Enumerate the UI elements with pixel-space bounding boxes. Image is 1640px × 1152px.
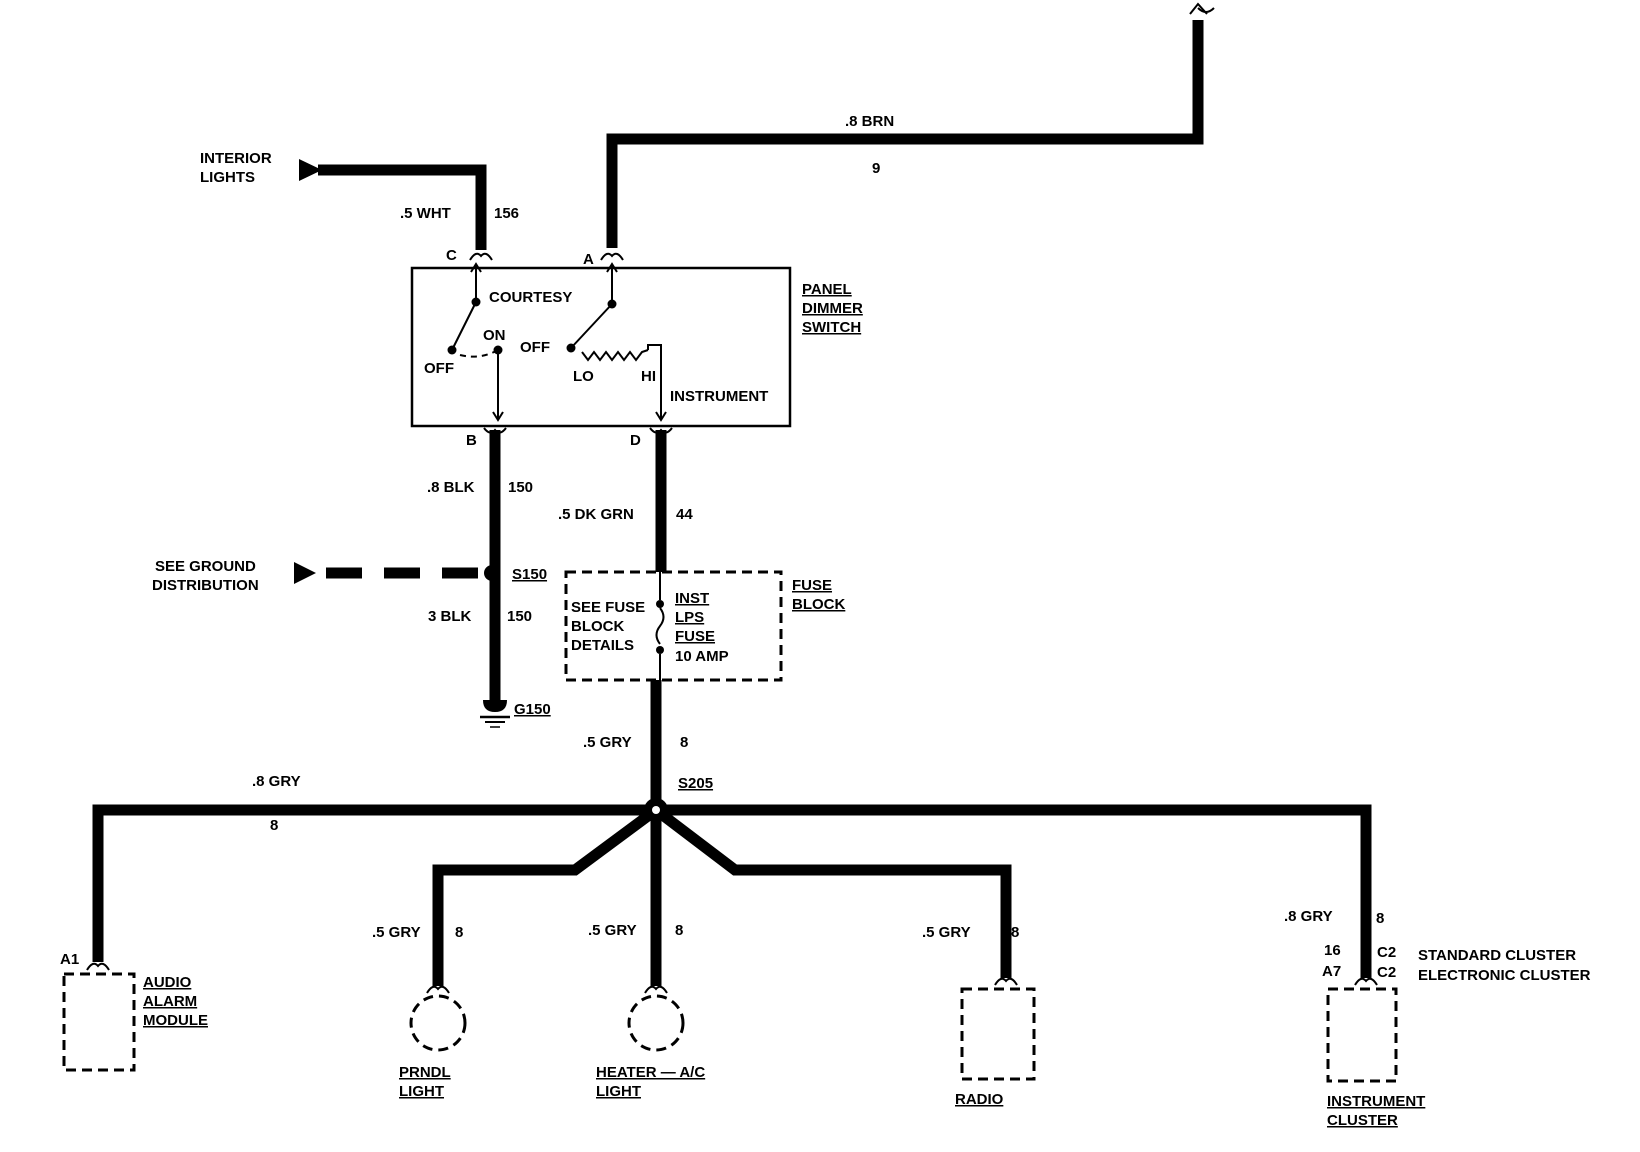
hi-label: HI — [641, 368, 656, 385]
ground-wire-upper-label: .8 BLK — [427, 479, 475, 496]
see-ground-line1: SEE GROUND — [155, 558, 256, 575]
cluster-pin-std-1: 16 — [1324, 942, 1341, 959]
prndl-circuit-label: 8 — [455, 924, 463, 941]
standard-cluster-label: STANDARD CLUSTER — [1418, 947, 1576, 964]
g150-label: G150 — [514, 701, 551, 718]
brn-wire-label: .8 BRN — [845, 113, 894, 130]
feed-circuit-label: 8 — [680, 734, 688, 751]
fuse-details-line2: BLOCK — [571, 618, 624, 635]
on-label: ON — [483, 327, 506, 344]
ground-circuit-lower-label: 150 — [507, 608, 532, 625]
instrument-label: INSTRUMENT — [670, 388, 768, 405]
audio-connector — [86, 962, 110, 971]
audio-label-line2: ALARM — [143, 993, 197, 1010]
cluster-label-line2: CLUSTER — [1327, 1112, 1398, 1129]
off-left-label: OFF — [424, 360, 454, 377]
heater-light-bulb — [627, 994, 685, 1052]
audio-alarm-module-box — [62, 972, 136, 1072]
left-circuit-label: 8 — [270, 817, 278, 834]
prndl-connector — [426, 985, 450, 994]
heater-label-line2: LIGHT — [596, 1083, 641, 1100]
panel-dimmer-switch-box — [410, 266, 792, 428]
fuse-element — [655, 572, 665, 680]
cluster-pin-std-2: C2 — [1377, 944, 1396, 961]
pin-b-label: B — [466, 432, 477, 449]
interior-wire-label: .5 WHT — [400, 205, 451, 222]
interior-arrow-icon — [299, 159, 322, 181]
cluster-wire-label: .8 GRY — [1284, 908, 1333, 925]
cluster-pin-elec-1: A7 — [1322, 963, 1341, 980]
panel-label-line2: DIMMER — [802, 300, 863, 317]
feed-wire-label: .5 GRY — [583, 734, 632, 751]
radio-connector — [994, 977, 1018, 986]
panel-label-line3: SWITCH — [802, 319, 861, 336]
ground-wire-lower-label: 3 BLK — [428, 608, 472, 625]
electronic-cluster-label: ELECTRONIC CLUSTER — [1418, 967, 1591, 984]
off-right-label: OFF — [520, 339, 550, 356]
lo-label: LO — [573, 368, 594, 385]
audio-label-line1: AUDIO — [143, 974, 192, 991]
fuse-name-line2: LPS — [675, 609, 704, 626]
fuse-rating: 10 AMP — [675, 648, 729, 665]
cluster-label-line1: INSTRUMENT — [1327, 1093, 1425, 1110]
heater-label-line1: HEATER — A/C — [596, 1064, 705, 1081]
pin-c-label: C — [446, 247, 457, 264]
fuse-block-box — [564, 570, 783, 682]
interior-circuit-label: 156 — [494, 205, 519, 222]
ground-circuit-upper-label: 150 — [508, 479, 533, 496]
instrument-cluster-box — [1326, 987, 1398, 1083]
panel-label-line1: PANEL — [802, 281, 852, 298]
radio-label: RADIO — [955, 1091, 1004, 1108]
audio-pin-label: A1 — [60, 951, 79, 968]
s205-label: S205 — [678, 775, 713, 792]
fuse-block-label-line1: FUSE — [792, 577, 832, 594]
audio-label-line3: MODULE — [143, 1012, 208, 1029]
ground-wire — [294, 430, 510, 728]
left-wire-label: .8 GRY — [252, 773, 301, 790]
prndl-label-line1: PRNDL — [399, 1064, 451, 1081]
heater-connector — [644, 985, 668, 994]
prndl-label-line2: LIGHT — [399, 1083, 444, 1100]
s150-splice — [484, 565, 500, 581]
cluster-pin-elec-2: C2 — [1377, 964, 1396, 981]
radio-circuit-label: 8 — [1011, 924, 1019, 941]
branch-wires — [92, 798, 1372, 986]
radio-box — [960, 987, 1036, 1081]
heater-circuit-label: 8 — [675, 922, 683, 939]
cluster-connector — [1354, 977, 1378, 986]
prndl-wire-label: .5 GRY — [372, 924, 421, 941]
switch-internals — [447, 262, 667, 422]
fuse-block-label-line2: BLOCK — [792, 596, 845, 613]
fuse-name-line3: FUSE — [675, 628, 715, 645]
fuse-details-line1: SEE FUSE — [571, 599, 645, 616]
fuse-name-line1: INST — [675, 590, 709, 607]
radio-wire-label: .5 GRY — [922, 924, 971, 941]
interior-lights-wire — [299, 159, 487, 250]
instrument-circuit-label: 44 — [676, 506, 693, 523]
pin-d-label: D — [630, 432, 641, 449]
pin-a-label: A — [583, 251, 594, 268]
fuse-details-line3: DETAILS — [571, 637, 634, 654]
interior-label-line1: INTERIOR — [200, 150, 272, 167]
heater-wire-label: .5 GRY — [588, 922, 637, 939]
interior-label-line2: LIGHTS — [200, 169, 255, 186]
see-ground-line2: DISTRIBUTION — [152, 577, 259, 594]
ground-dist-arrow-icon — [294, 562, 316, 584]
cluster-circuit-label: 8 — [1376, 910, 1384, 927]
instrument-wire-label: .5 DK GRN — [558, 506, 634, 523]
prndl-light-bulb — [409, 994, 467, 1052]
courtesy-label: COURTESY — [489, 289, 572, 306]
s150-label: S150 — [512, 566, 547, 583]
brn-circuit-label: 9 — [872, 160, 880, 177]
brn-wire — [606, 2, 1215, 248]
